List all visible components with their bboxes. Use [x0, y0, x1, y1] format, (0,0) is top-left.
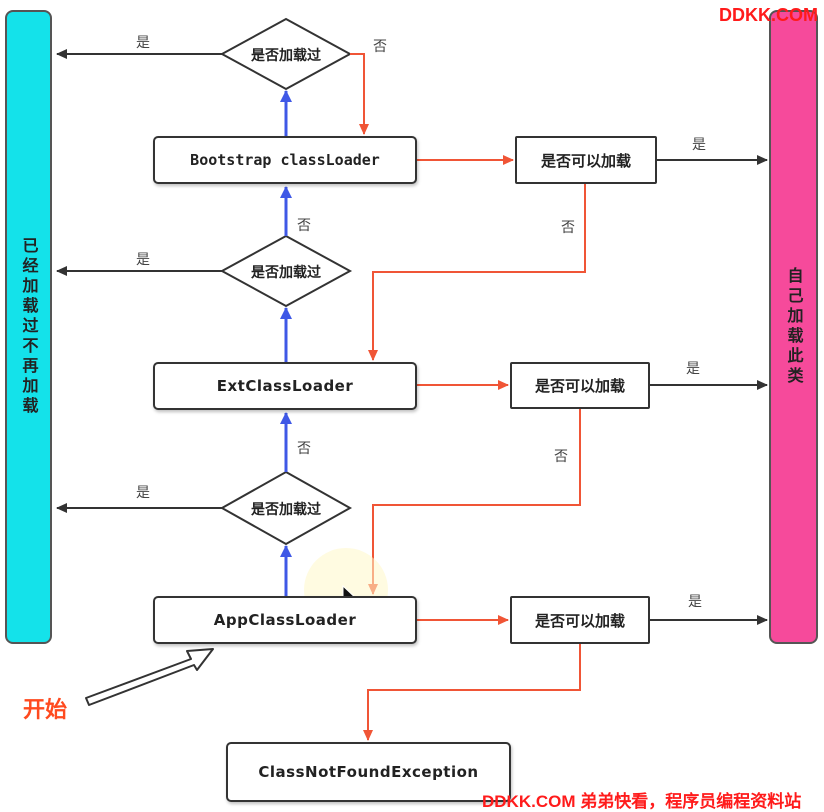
check-label-middle: 是否加载过 [251, 265, 321, 281]
no-label-middle-load: 否 [554, 449, 568, 465]
can-load-box-bottom: 是否可以加载 [510, 596, 650, 644]
yes-label-bottom-load: 是 [688, 594, 702, 610]
no-arrow-load-bottom [363, 644, 581, 741]
check-diamond-bottom [219, 470, 353, 546]
can-load-box-top: 是否可以加载 [515, 136, 657, 184]
no-label-top-load: 否 [561, 220, 575, 236]
can-load-box-middle: 是否可以加载 [510, 362, 650, 409]
ext-classloader-label: ExtClassLoader [216, 377, 354, 395]
app-classloader-box: AppClassLoader [153, 596, 417, 644]
class-not-found-exception-label: ClassNotFoundException [258, 763, 479, 781]
check-diamond-middle [219, 234, 353, 308]
check-diamond-top [219, 17, 353, 91]
hollow-arrow-icon [85, 648, 214, 706]
class-not-found-exception-box: ClassNotFoundException [226, 742, 511, 802]
yes-label-top-check: 是 [136, 35, 150, 51]
left-bar-already-loaded: 已经加载过不再加载 [5, 10, 52, 644]
check-label-bottom: 是否加载过 [251, 502, 321, 518]
yes-label-top-load: 是 [692, 137, 706, 153]
no-arrow-top-check [350, 53, 369, 135]
yes-label-middle-check: 是 [136, 252, 150, 268]
no-arrow-load-top [368, 184, 586, 361]
can-load-label-middle: 是否可以加载 [534, 377, 625, 395]
watermark-top: DDKK.COM [719, 5, 818, 25]
app-classloader-label: AppClassLoader [213, 611, 357, 629]
no-label-middle-up: 否 [297, 218, 311, 234]
bootstrap-classloader-box: Bootstrap classLoader [153, 136, 417, 184]
check-label-top: 是否加载过 [251, 48, 321, 64]
no-arrow-load-middle [368, 409, 581, 595]
no-label-bottom-up: 否 [297, 441, 311, 457]
right-bar-load-self: 自己加载此类 [769, 10, 818, 644]
can-load-label-bottom: 是否可以加载 [534, 611, 625, 630]
can-load-label-top: 是否可以加载 [540, 151, 631, 170]
left-bar-label: 已经加载过不再加载 [19, 237, 39, 417]
watermark-bottom: DDKK.COM 弟弟快看，程序员编程资料站 [482, 792, 802, 811]
start-label: 开始 [23, 698, 68, 723]
yes-label-middle-load: 是 [686, 361, 700, 377]
ext-classloader-box: ExtClassLoader [153, 362, 417, 410]
bootstrap-classloader-label: Bootstrap classLoader [190, 151, 380, 169]
yes-label-bottom-check: 是 [136, 485, 150, 501]
right-bar-label: 自己加载此类 [784, 267, 804, 387]
no-label-top-check: 否 [373, 39, 387, 55]
